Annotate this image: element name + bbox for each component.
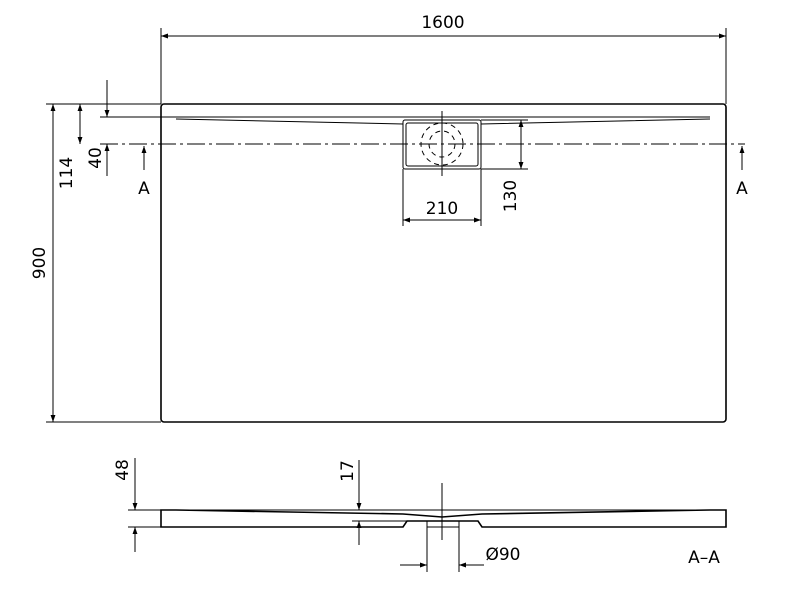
dim-90-label: Ø90 bbox=[485, 545, 520, 565]
section-marker-left: A bbox=[138, 179, 150, 199]
drain-width-label: 210 bbox=[426, 199, 458, 219]
section-label: A–A bbox=[688, 548, 720, 568]
width-dim-label: 1600 bbox=[421, 13, 464, 33]
plan-view: 1600 900 114 40 A A 210 130 bbox=[30, 13, 748, 423]
dim-48-label: 48 bbox=[113, 459, 133, 481]
tray-outline bbox=[160, 103, 727, 423]
height-dim-label: 900 bbox=[30, 247, 50, 279]
section-view: 48 17 Ø90 A–A bbox=[113, 458, 727, 572]
dim-17-label: 17 bbox=[338, 460, 358, 482]
section-marker-right: A bbox=[736, 179, 748, 199]
dim-114-label: 114 bbox=[57, 157, 77, 189]
drain-circle-outer bbox=[420, 122, 464, 166]
dim-40-label: 40 bbox=[86, 147, 106, 169]
tray-profile bbox=[160, 509, 727, 528]
drain-offset-label: 130 bbox=[501, 180, 521, 212]
drain-insert bbox=[426, 520, 460, 528]
